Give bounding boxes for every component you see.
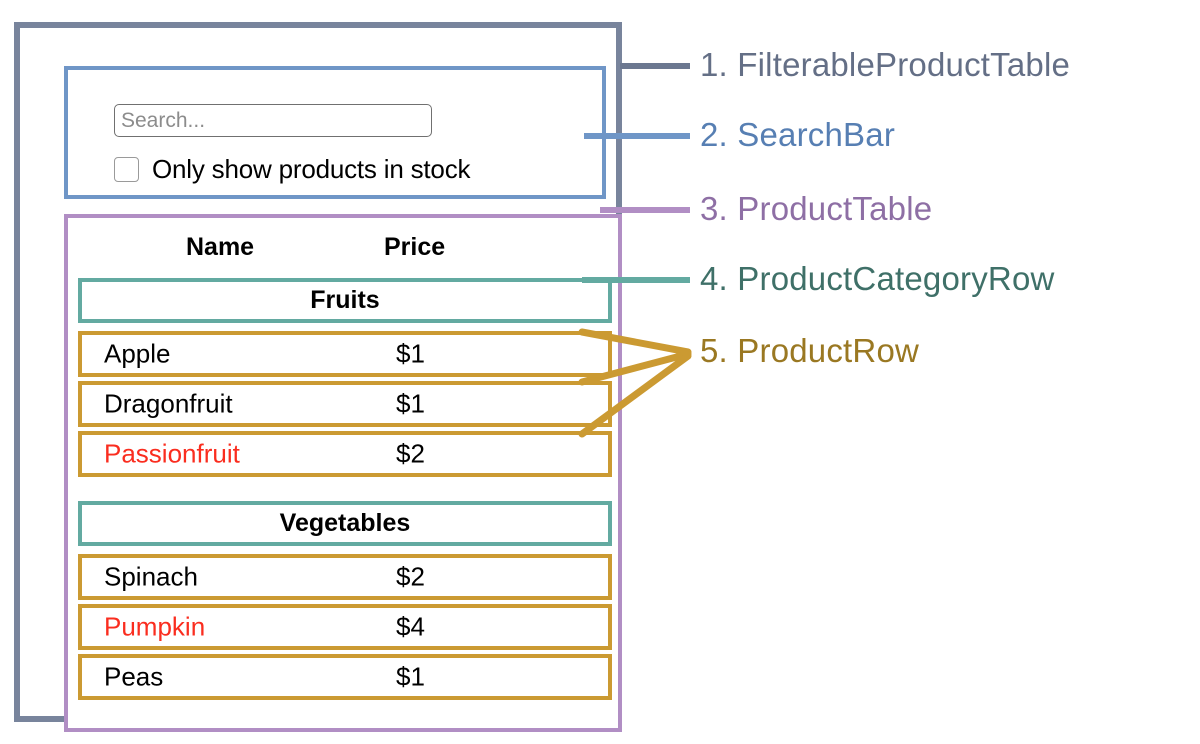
product-row[interactable]: Peas $1 — [78, 654, 612, 700]
column-header-name: Name — [186, 232, 255, 261]
product-table-frame: Name Price Fruits Apple $1 Dragonfruit $… — [64, 214, 622, 732]
search-input-wrapper — [114, 104, 432, 137]
product-price: $1 — [396, 338, 425, 369]
product-name: Pumpkin — [104, 611, 206, 642]
product-price: $1 — [396, 661, 425, 692]
group-spacer — [78, 481, 612, 501]
column-header-price: Price — [384, 232, 446, 261]
legend-item-search-bar[interactable]: 2. SearchBar — [700, 116, 895, 154]
product-name: Peas — [104, 661, 164, 692]
product-name: Dragonfruit — [104, 388, 233, 419]
product-category-label: Fruits — [310, 286, 380, 314]
legend-number-5: 5. — [700, 332, 738, 369]
legend-label-5: ProductRow — [737, 332, 920, 369]
product-price: $2 — [396, 561, 425, 592]
product-category-row: Vegetables — [78, 501, 612, 546]
legend-label-3: ProductTable — [737, 190, 933, 227]
legend-number-2: 2. — [700, 116, 738, 153]
product-row[interactable]: Apple $1 — [78, 331, 612, 377]
legend-item-product-table[interactable]: 3. ProductTable — [700, 190, 932, 228]
product-row[interactable]: Passionfruit $2 — [78, 431, 612, 477]
filterable-product-table-frame: Only show products in stock Name Price F… — [14, 22, 622, 732]
in-stock-filter-row[interactable]: Only show products in stock — [114, 154, 470, 185]
product-row[interactable]: Pumpkin $4 — [78, 604, 612, 650]
product-name: Spinach — [104, 561, 198, 592]
product-category-label: Vegetables — [279, 509, 411, 537]
legend-label-1: FilterableProductTable — [737, 46, 1071, 83]
product-category-row: Fruits — [78, 278, 612, 323]
product-row[interactable]: Spinach $2 — [78, 554, 612, 600]
legend-number-1: 1. — [700, 46, 738, 83]
legend-number-3: 3. — [700, 190, 738, 227]
search-input[interactable] — [114, 104, 432, 137]
product-table-header: Name Price — [68, 226, 618, 268]
legend-number-4: 4. — [700, 260, 738, 297]
product-name: Apple — [104, 338, 171, 369]
legend-label-4: ProductCategoryRow — [737, 260, 1055, 297]
product-row[interactable]: Dragonfruit $1 — [78, 381, 612, 427]
product-name: Passionfruit — [104, 438, 240, 469]
legend-label-2: SearchBar — [737, 116, 896, 153]
product-price: $4 — [396, 611, 425, 642]
search-bar-frame: Only show products in stock — [64, 66, 606, 199]
legend-item-product-category-row[interactable]: 4. ProductCategoryRow — [700, 260, 1055, 298]
legend-item-filterable-product-table[interactable]: 1. FilterableProductTable — [700, 46, 1070, 84]
legend-item-product-row[interactable]: 5. ProductRow — [700, 332, 919, 370]
in-stock-checkbox[interactable] — [114, 157, 139, 182]
product-price: $2 — [396, 438, 425, 469]
product-table-body: Fruits Apple $1 Dragonfruit $1 Passionfr… — [78, 278, 612, 704]
product-price: $1 — [396, 388, 425, 419]
in-stock-checkbox-label: Only show products in stock — [152, 154, 471, 184]
